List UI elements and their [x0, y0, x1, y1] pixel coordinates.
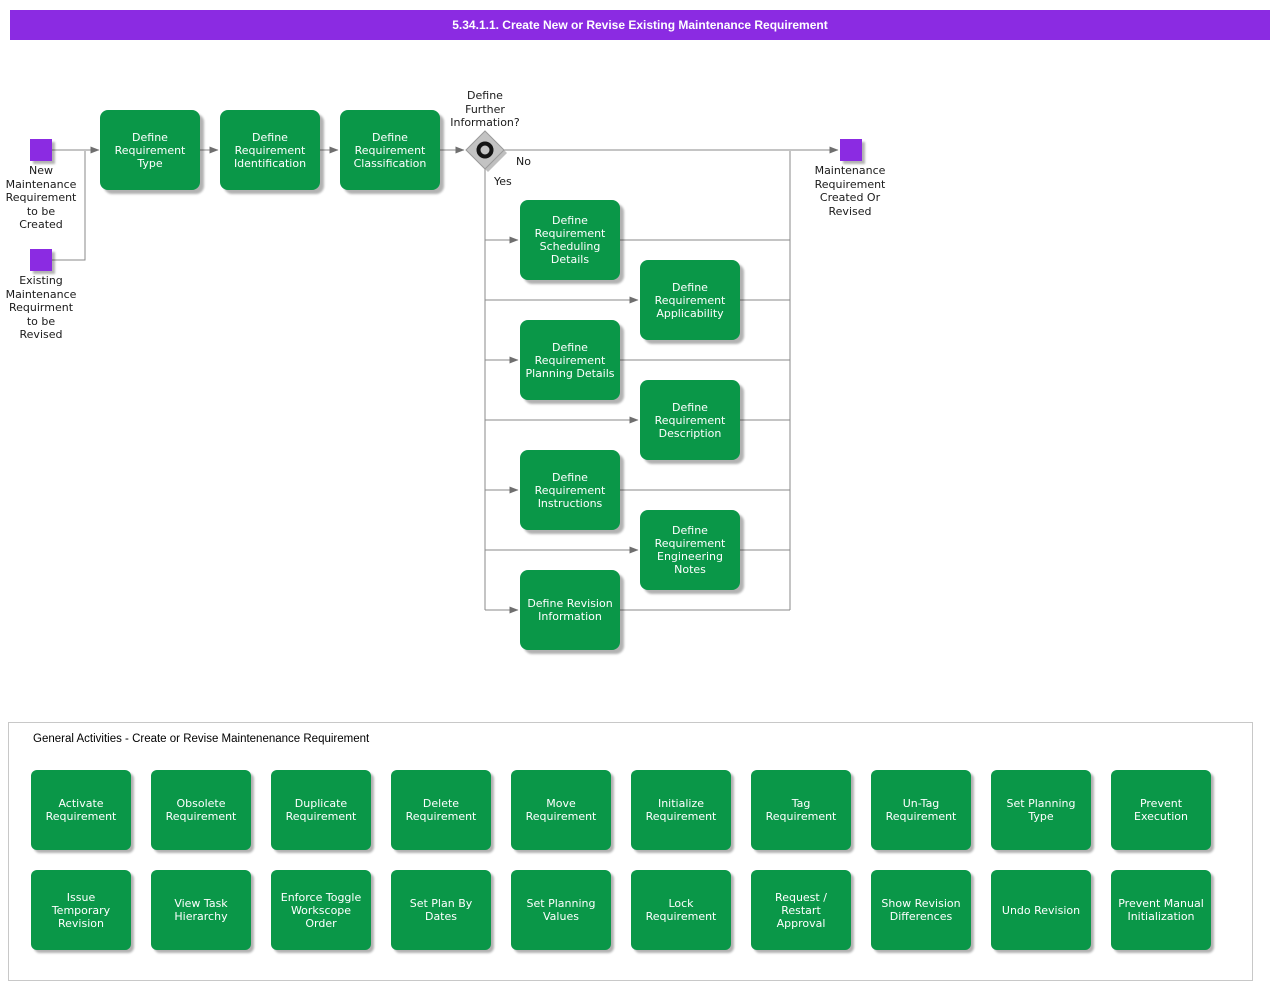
- task-define-requirement-classification[interactable]: Define Requirement Classification: [340, 110, 440, 190]
- task-define-requirement-description[interactable]: Define Requirement Description: [640, 380, 740, 460]
- button-prevent-manual-initialization[interactable]: Prevent Manual Initialization: [1111, 870, 1211, 950]
- general-activities-buttons: Activate Requirement Obsolete Requiremen…: [31, 770, 1211, 950]
- button-obsolete-requirement[interactable]: Obsolete Requirement: [151, 770, 251, 850]
- general-activities-panel: General Activities - Create or Revise Ma…: [8, 722, 1253, 981]
- start-event-existing-label: Existing Maintenance Requirment to be Re…: [5, 274, 77, 341]
- task-define-requirement-identification[interactable]: Define Requirement Identification: [220, 110, 320, 190]
- button-initialize-requirement[interactable]: Initialize Requirement: [631, 770, 731, 850]
- decision-no-label: No: [516, 155, 531, 168]
- task-define-requirement-instructions[interactable]: Define Requirement Instructions: [520, 450, 620, 530]
- button-tag-requirement[interactable]: Tag Requirement: [751, 770, 851, 850]
- button-undo-revision[interactable]: Undo Revision: [991, 870, 1091, 950]
- task-define-requirement-type[interactable]: Define Requirement Type: [100, 110, 200, 190]
- button-prevent-execution[interactable]: Prevent Execution: [1111, 770, 1211, 850]
- button-untag-requirement[interactable]: Un-Tag Requirement: [871, 770, 971, 850]
- decision-gateway-icon: [465, 130, 507, 172]
- button-move-requirement[interactable]: Move Requirement: [511, 770, 611, 850]
- button-duplicate-requirement[interactable]: Duplicate Requirement: [271, 770, 371, 850]
- end-event-requirement-created: [840, 139, 862, 161]
- button-show-revision-differences[interactable]: Show Revision Differences: [871, 870, 971, 950]
- start-event-existing-requirement: [30, 249, 52, 271]
- button-set-plan-by-dates[interactable]: Set Plan By Dates: [391, 870, 491, 950]
- task-define-requirement-applicability[interactable]: Define Requirement Applicability: [640, 260, 740, 340]
- task-define-revision-information[interactable]: Define Revision Information: [520, 570, 620, 650]
- general-activities-title: General Activities - Create or Revise Ma…: [33, 733, 370, 745]
- start-event-new-requirement: [30, 139, 52, 161]
- button-request-restart-approval[interactable]: Request / Restart Approval: [751, 870, 851, 950]
- start-event-new-label: New Maintenance Requirement to be Create…: [5, 164, 77, 231]
- button-lock-requirement[interactable]: Lock Requirement: [631, 870, 731, 950]
- button-set-planning-values[interactable]: Set Planning Values: [511, 870, 611, 950]
- end-event-label: Maintenance Requirement Created Or Revis…: [814, 164, 886, 218]
- decision-yes-label: Yes: [494, 175, 512, 188]
- button-enforce-toggle-workscope-order[interactable]: Enforce Toggle Workscope Order: [271, 870, 371, 950]
- task-define-requirement-planning-details[interactable]: Define Requirement Planning Details: [520, 320, 620, 400]
- task-define-requirement-scheduling-details[interactable]: Define Requirement Scheduling Details: [520, 200, 620, 280]
- page-title: 5.34.1.1. Create New or Revise Existing …: [10, 10, 1270, 40]
- button-view-task-hierarchy[interactable]: View Task Hierarchy: [151, 870, 251, 950]
- button-issue-temporary-revision[interactable]: Issue Temporary Revision: [31, 870, 131, 950]
- task-define-requirement-engineering-notes[interactable]: Define Requirement Engineering Notes: [640, 510, 740, 590]
- button-delete-requirement[interactable]: Delete Requirement: [391, 770, 491, 850]
- button-activate-requirement[interactable]: Activate Requirement: [31, 770, 131, 850]
- decision-question-label: Define Further Information?: [450, 89, 520, 129]
- button-set-planning-type[interactable]: Set Planning Type: [991, 770, 1091, 850]
